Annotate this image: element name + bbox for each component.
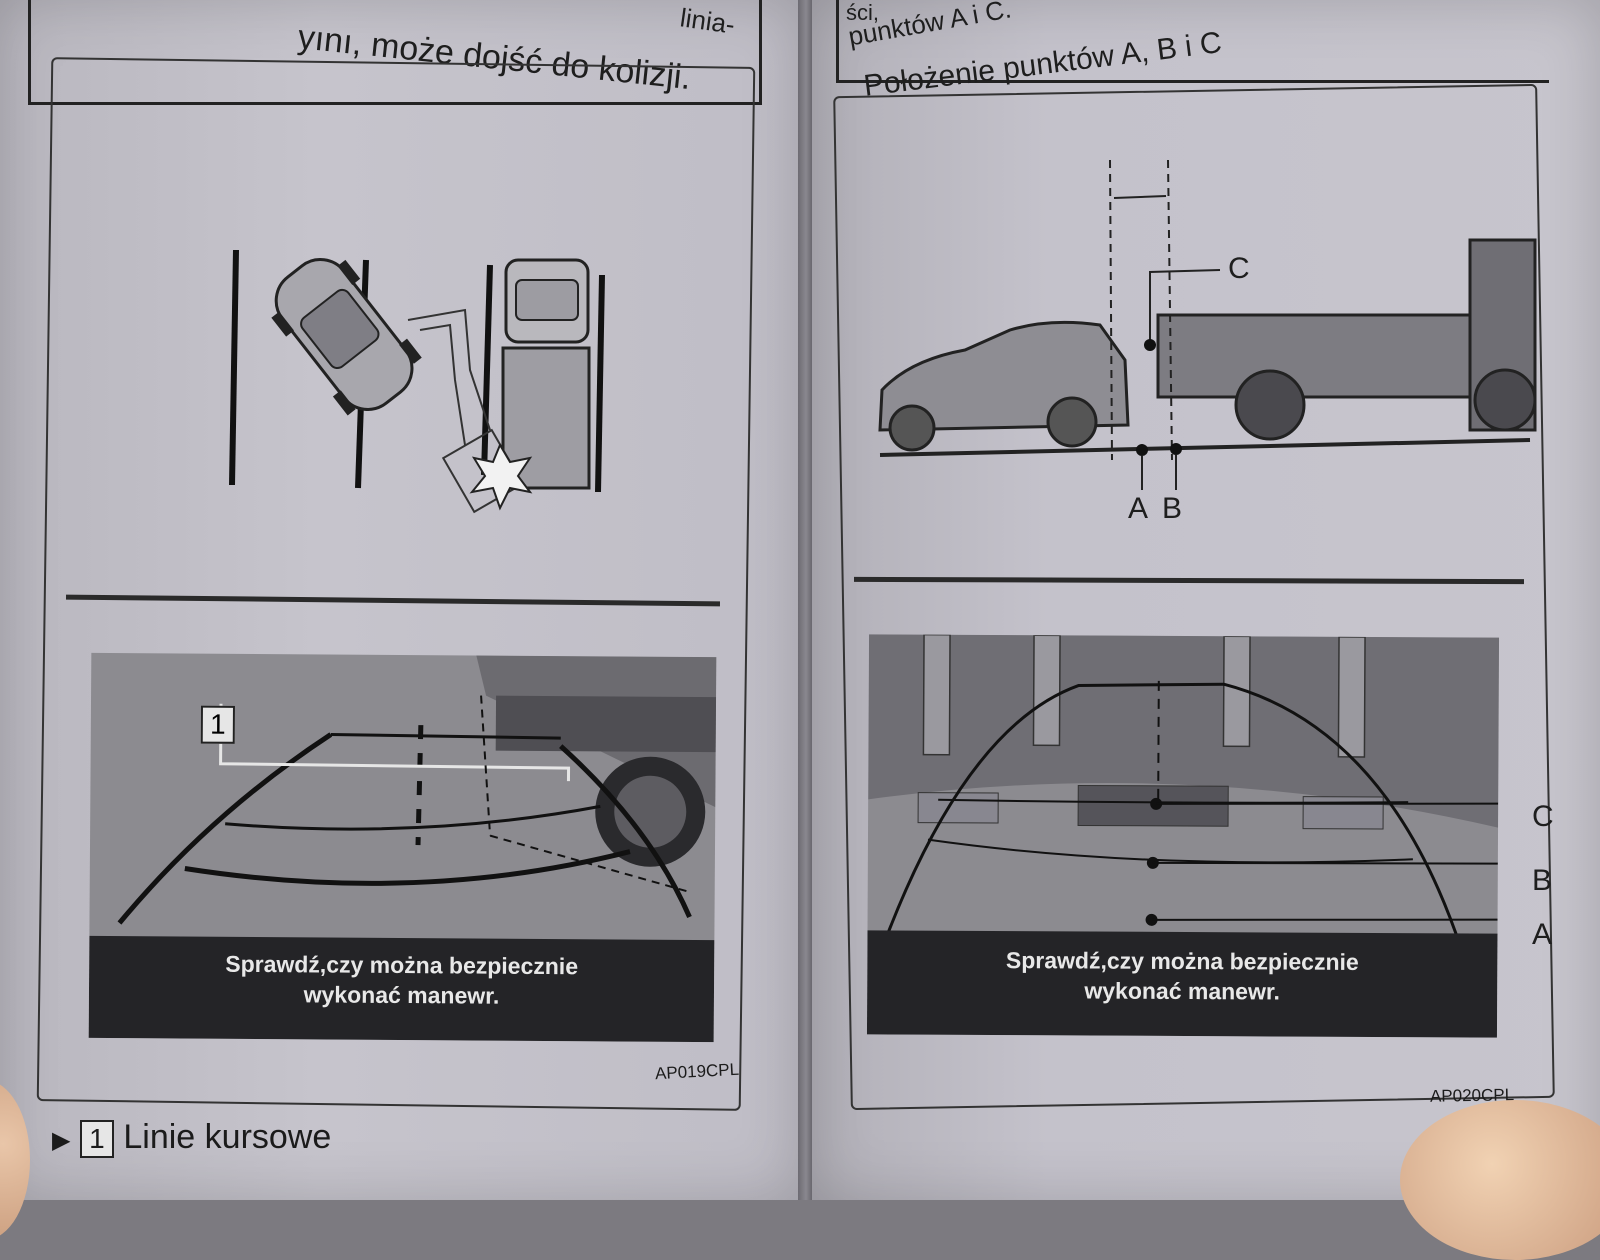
label-a-top: A xyxy=(1128,492,1148,526)
label-c-camera: C xyxy=(1532,800,1554,834)
right-camera-banner: Sprawdź,czy można bezpiecznie wykonać ma… xyxy=(867,930,1498,1037)
left-banner-line1: Sprawdź,czy można bezpiecznie xyxy=(89,948,714,982)
label-a-camera: A xyxy=(1532,918,1552,952)
callout-number: 1 xyxy=(201,706,235,744)
parking-line-right xyxy=(598,275,602,492)
leader-b-camera xyxy=(1153,862,1498,865)
guide-line-b xyxy=(928,840,1413,863)
distance-arrow xyxy=(1114,196,1166,198)
left-banner-line2: wykonać manewr. xyxy=(89,978,714,1012)
left-camera-view: 1 Sprawdź,czy można bezpiecznie wykonać … xyxy=(89,653,717,1042)
guide-lines-illustration xyxy=(89,653,716,957)
point-a-dot xyxy=(1136,444,1148,456)
points-abc-illustration xyxy=(870,160,1550,540)
dashed-line-right xyxy=(1168,160,1172,460)
point-b-dot xyxy=(1170,443,1182,455)
point-c-dot xyxy=(1144,339,1156,351)
left-footer: ▶ 1 Linie kursowe xyxy=(52,1118,331,1158)
parking-line-left xyxy=(232,250,236,485)
label-b-camera: B xyxy=(1532,864,1552,898)
rear-view-illustration xyxy=(867,634,1499,947)
footer-bullet-icon: ▶ xyxy=(52,1127,70,1154)
parking-collision-illustration xyxy=(200,230,640,550)
right-banner-line2: wykonać manewr. xyxy=(867,974,1497,1007)
leader-a-camera xyxy=(1152,918,1498,922)
bumper-left xyxy=(918,793,998,823)
ground-line xyxy=(880,440,1530,455)
guide-near-line xyxy=(185,848,630,885)
right-banner-line1: Sprawdź,czy można bezpiecznie xyxy=(867,944,1497,977)
truck-frame xyxy=(496,696,716,753)
label-b-top: B xyxy=(1162,492,1182,526)
left-camera-banner: Sprawdź,czy można bezpiecznie wykonać ma… xyxy=(89,936,715,1042)
right-camera-view: Sprawdź,czy można bezpiecznie wykonać ma… xyxy=(867,634,1499,1037)
car-turning-topview xyxy=(258,243,431,427)
guide-mid-line xyxy=(225,804,600,831)
label-c-top: C xyxy=(1228,252,1250,286)
course-line-callout: 1 xyxy=(201,706,235,744)
car-sideview xyxy=(880,322,1128,450)
truck-topview xyxy=(503,260,589,488)
parking-line-center xyxy=(484,265,490,475)
footer-number-box: 1 xyxy=(80,1120,114,1158)
footer-label: Linie kursowe xyxy=(123,1118,331,1156)
